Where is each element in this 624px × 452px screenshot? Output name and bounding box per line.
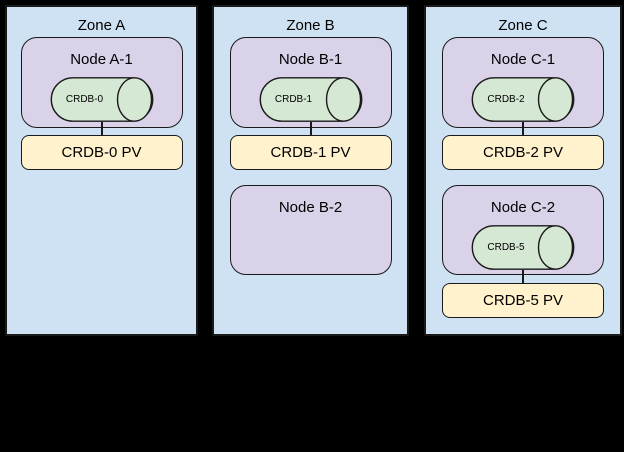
pod-to-pv-connector	[309, 122, 312, 135]
zone-a-label: Zone A	[77, 17, 126, 34]
cylinder-icon	[471, 77, 575, 122]
node-b2-label: Node B-2	[278, 199, 343, 216]
node-c2-label: Node C-2	[490, 199, 556, 216]
node-b1-label: Node B-1	[278, 51, 343, 68]
pv-a1-label: CRDB-0 PV	[61, 144, 142, 161]
zone-b: Zone B Node B-1 CRDB-1 CRDB-1 PV Node B-…	[212, 5, 409, 336]
crdb-pod-c1-label: CRDB-2	[487, 94, 525, 105]
node-a1-label: Node A-1	[70, 51, 133, 68]
zone-b-label: Zone B	[286, 17, 335, 34]
node-c2: Node C-2 CRDB-5	[442, 185, 604, 275]
node-c1-label: Node C-1	[490, 51, 556, 68]
pv-a1: CRDB-0 PV	[20, 135, 183, 170]
crdb-pod-b1: CRDB-1	[259, 77, 362, 122]
node-b2: Node B-2	[229, 185, 392, 275]
cylinder-icon	[471, 225, 575, 270]
pod-to-pv-connector	[522, 122, 524, 135]
pv-b1-label: CRDB-1 PV	[270, 144, 351, 161]
cylinder-icon	[50, 77, 153, 122]
pv-c2: CRDB-5 PV	[442, 283, 604, 318]
pv-b1: CRDB-1 PV	[229, 135, 392, 170]
zone-a: Zone A Node A-1 CRDB-0 CRDB-0 PV	[5, 5, 198, 336]
crdb-pod-a1-label: CRDB-0	[65, 94, 104, 105]
crdb-pod-c1: CRDB-2	[471, 77, 575, 122]
pod-to-pv-connector	[100, 122, 103, 135]
cylinder-icon	[259, 77, 362, 122]
node-a1: Node A-1 CRDB-0	[20, 37, 183, 128]
crdb-pod-c2-label: CRDB-5	[487, 242, 525, 253]
zone-c: Zone C Node C-1 CRDB-2 CRDB-2 PV Node C-…	[424, 5, 622, 336]
crdb-pod-b1-label: CRDB-1	[274, 94, 313, 105]
node-b1: Node B-1 CRDB-1	[229, 37, 392, 128]
pv-c1-label: CRDB-2 PV	[482, 144, 564, 161]
crdb-pod-c2: CRDB-5	[471, 225, 575, 270]
crdb-pod-a1: CRDB-0	[50, 77, 153, 122]
zone-c-label: Zone C	[498, 17, 548, 34]
pv-c1: CRDB-2 PV	[442, 135, 604, 170]
node-c1: Node C-1 CRDB-2	[442, 37, 604, 128]
pod-to-pv-connector	[522, 270, 524, 283]
pv-c2-label: CRDB-5 PV	[482, 292, 564, 309]
